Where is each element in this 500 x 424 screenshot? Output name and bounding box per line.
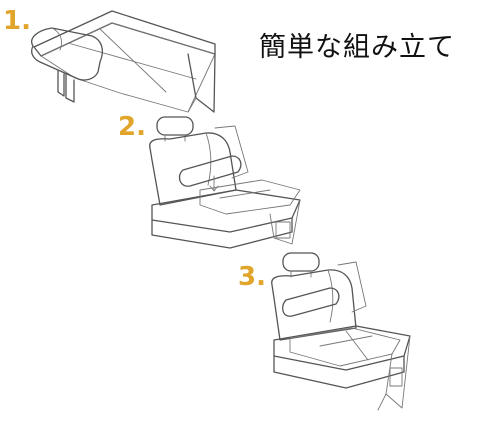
step-1-illustration: [31, 10, 216, 113]
step-2-illustration: [149, 116, 301, 249]
step-3-illustration: [271, 252, 411, 411]
step-2-number: 2.: [118, 112, 146, 142]
step-3-number: 3.: [238, 262, 266, 292]
step-1-number: 1.: [3, 6, 31, 36]
assembly-caption: 簡単な組み立て: [259, 32, 455, 63]
